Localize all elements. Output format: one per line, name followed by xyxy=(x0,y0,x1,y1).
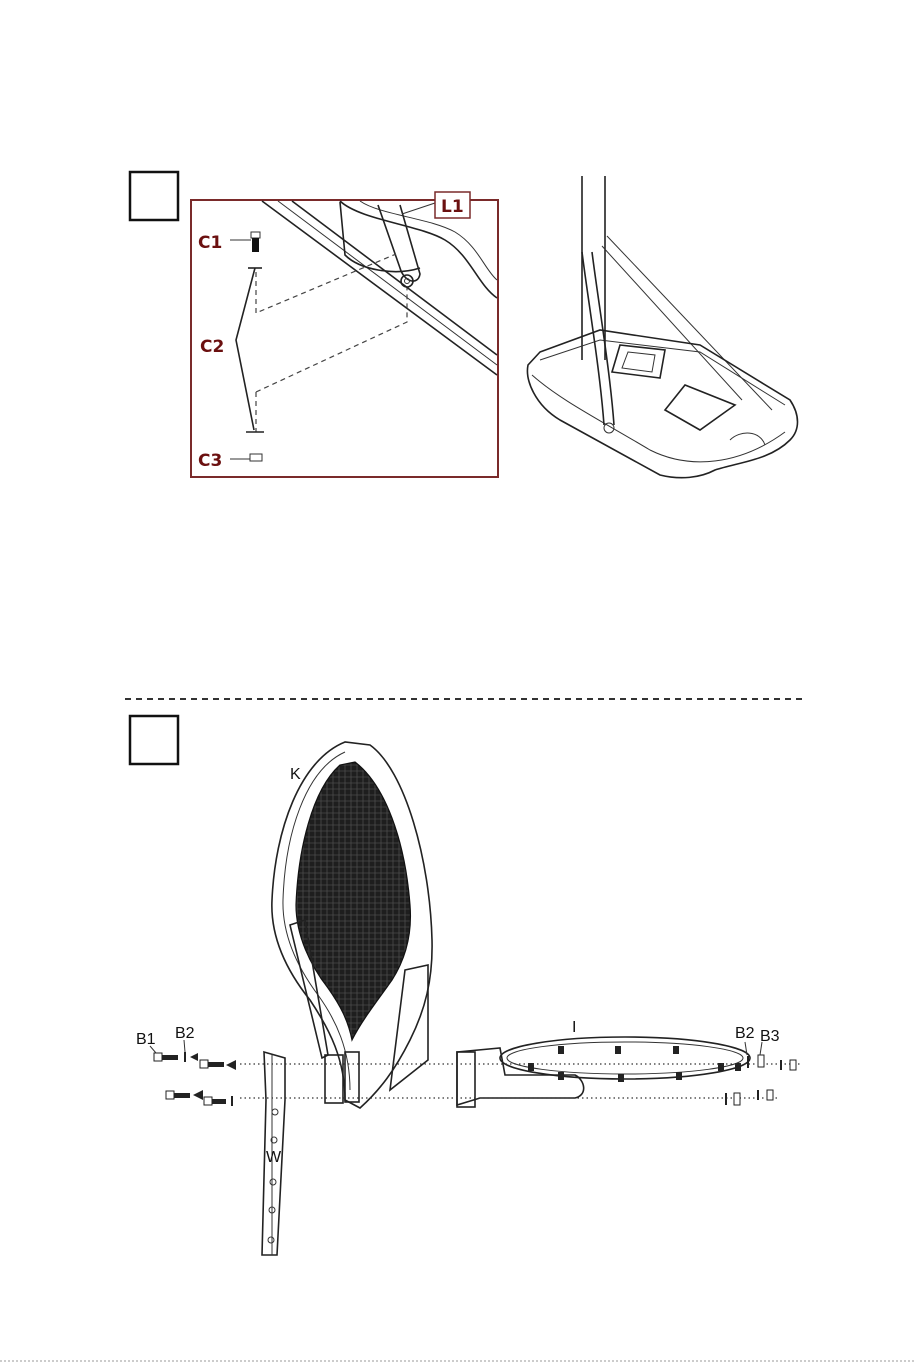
washer-nut-right xyxy=(726,1055,796,1105)
pole-detail-drawing xyxy=(230,201,497,461)
label-k: K xyxy=(290,766,301,783)
bolt-lower-2 xyxy=(204,1096,232,1106)
label-b3: B3 xyxy=(760,1028,780,1045)
step-2-number-box xyxy=(130,716,178,764)
label-i: I xyxy=(572,1019,576,1036)
step-1: L1 C1 C2 C3 xyxy=(130,172,798,478)
label-b2-left: B2 xyxy=(175,1025,195,1042)
label-c3: C3 xyxy=(198,451,222,471)
base-overview-drawing xyxy=(527,176,797,478)
bolt-lower-1 xyxy=(166,1090,203,1100)
bolt-upper-2 xyxy=(200,1060,236,1070)
step-2: K I W B1 B2 B2 B3 xyxy=(130,716,800,1255)
label-c2: C2 xyxy=(200,337,224,357)
bolt-b1-upper xyxy=(154,1053,178,1061)
rim-drawing xyxy=(457,1037,750,1107)
label-l1: L1 xyxy=(441,197,464,217)
label-w: W xyxy=(266,1149,282,1166)
step-1-number-box xyxy=(130,172,178,220)
label-b2-right: B2 xyxy=(735,1025,755,1042)
label-b1: B1 xyxy=(136,1031,156,1048)
backboard-drawing xyxy=(272,742,432,1108)
label-c1: C1 xyxy=(198,233,222,253)
